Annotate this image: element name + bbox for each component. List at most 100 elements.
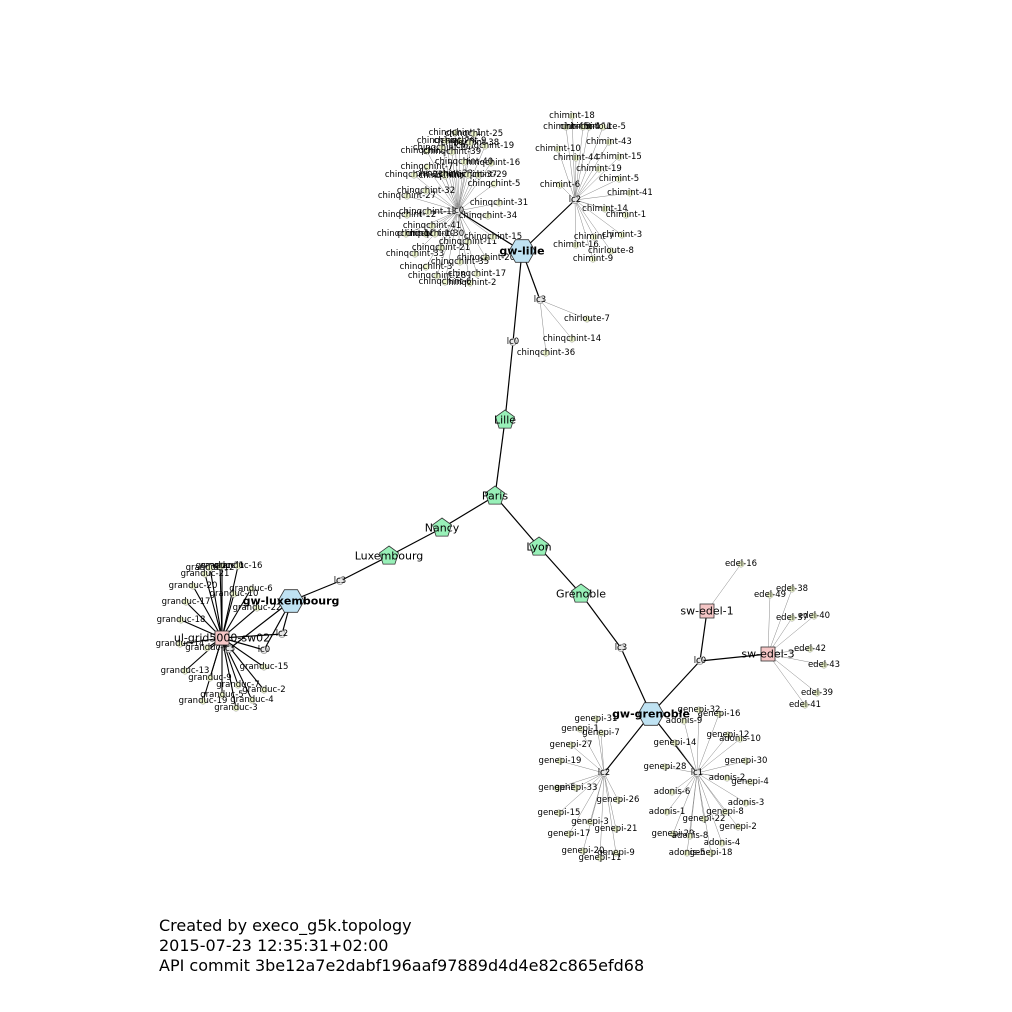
linecard-10[interactable] (600, 769, 608, 777)
node-chinqchint-17[interactable] (473, 270, 481, 278)
node-genepi-27[interactable] (567, 741, 575, 749)
node-chinqchint-9[interactable] (456, 137, 464, 145)
node-chimint-9[interactable] (589, 255, 597, 263)
node-chinqchint-28[interactable] (433, 272, 441, 280)
gateway-gw-grenoble[interactable] (637, 702, 665, 726)
node-genepi-32[interactable] (695, 706, 703, 714)
node-granduc-2[interactable] (260, 686, 268, 694)
renater-nancy[interactable] (432, 517, 452, 537)
node-chinqchint-27[interactable] (403, 192, 411, 200)
node-adonis-9[interactable] (680, 717, 688, 725)
node-chimint-41[interactable] (626, 189, 634, 197)
node-granduc-13[interactable] (181, 667, 189, 675)
node-chimint-6[interactable] (556, 181, 564, 189)
node-adonis-8[interactable] (686, 832, 694, 840)
node-chinqchint-4[interactable] (423, 147, 431, 155)
node-adonis-3[interactable] (742, 799, 750, 807)
node-genepi-3[interactable] (586, 818, 594, 826)
node-granduc-10[interactable] (230, 590, 238, 598)
switch-ul-grid5000-sw02[interactable] (214, 630, 230, 646)
node-chinqchint-18[interactable] (402, 230, 410, 238)
node-granduc-9[interactable] (206, 674, 214, 682)
node-granduc-14[interactable] (176, 640, 184, 648)
node-granduc-17[interactable] (182, 598, 190, 606)
node-genepi-28[interactable] (661, 763, 669, 771)
node-chinqchint-10[interactable] (422, 230, 430, 238)
node-edel-37[interactable] (788, 614, 796, 622)
node-genepi-26[interactable] (614, 796, 622, 804)
node-chimint-10[interactable] (554, 145, 562, 153)
node-chinqchint-32[interactable] (422, 187, 430, 195)
node-genepi-29[interactable] (669, 830, 677, 838)
node-granduc-8[interactable] (203, 644, 211, 652)
node-chinqchint-29[interactable] (474, 171, 482, 179)
node-genepi-30[interactable] (742, 757, 750, 765)
node-chinqchint-38[interactable] (466, 139, 474, 147)
node-chinqchint-22[interactable] (440, 170, 448, 178)
node-granduc-3[interactable] (232, 704, 240, 712)
renater-lyon[interactable] (529, 536, 549, 556)
linecard-9[interactable] (693, 769, 701, 777)
node-adonis-5[interactable] (683, 849, 691, 857)
node-genepi-20[interactable] (579, 847, 587, 855)
node-edel-49[interactable] (766, 591, 774, 599)
node-chinqchint-7[interactable] (423, 163, 431, 171)
node-genepi-19[interactable] (556, 757, 564, 765)
node-adonis-10[interactable] (736, 735, 744, 743)
node-chinqchint-16[interactable] (487, 159, 495, 167)
node-genepi-31[interactable] (592, 715, 600, 723)
node-chinqchint-21[interactable] (437, 244, 445, 252)
node-genepi-22[interactable] (700, 815, 708, 823)
node-edel-38[interactable] (788, 585, 796, 593)
node-chinqchint-12[interactable] (403, 211, 411, 219)
node-chinqchint-36[interactable] (542, 349, 550, 357)
node-edel-40[interactable] (810, 612, 818, 620)
node-chinqchint-14[interactable] (568, 335, 576, 343)
node-chinqchint-3[interactable] (422, 263, 430, 271)
node-genepi-8[interactable] (721, 808, 729, 816)
linecard-8[interactable] (454, 207, 462, 215)
node-adonis-4[interactable] (718, 839, 726, 847)
linecard-3[interactable] (260, 646, 268, 654)
node-genepi-15[interactable] (555, 809, 563, 817)
node-granduc-16[interactable] (234, 562, 242, 570)
node-chinqchint-23[interactable] (410, 171, 418, 179)
linecard-4[interactable] (278, 630, 286, 638)
node-chimint-43[interactable] (605, 138, 613, 146)
node-chimint-46[interactable] (579, 123, 587, 131)
node-granduc-18[interactable] (177, 616, 185, 624)
linecard-6[interactable] (696, 657, 704, 665)
node-genepi-9[interactable] (612, 849, 620, 857)
node-granduc-11[interactable] (216, 562, 224, 570)
node-chinqchint-15[interactable] (489, 233, 497, 241)
renater-luxembourg[interactable] (379, 545, 399, 565)
node-chinqchint-35[interactable] (456, 258, 464, 266)
node-chimint-15[interactable] (615, 153, 623, 161)
node-chinqchint-19[interactable] (481, 142, 489, 150)
node-genepi-2[interactable] (734, 823, 742, 831)
gateway-gw-lille[interactable] (508, 239, 536, 263)
node-chinqchint-13[interactable] (424, 208, 432, 216)
node-chimint-18[interactable] (568, 112, 576, 120)
gateway-gw-luxembourg[interactable] (277, 589, 305, 613)
node-chirloute-8[interactable] (607, 247, 615, 255)
node-genepi-21[interactable] (612, 825, 620, 833)
node-edel-41[interactable] (801, 701, 809, 709)
node-chinqchint-2[interactable] (466, 279, 474, 287)
node-chinqchint-25[interactable] (470, 130, 478, 138)
linecard-2[interactable] (536, 296, 544, 304)
node-genepi-17[interactable] (565, 830, 573, 838)
node-granduc-15[interactable] (260, 663, 268, 671)
node-adonis-2[interactable] (723, 774, 731, 782)
node-chimint-7[interactable] (590, 233, 598, 241)
node-chimint-14[interactable] (601, 205, 609, 213)
node-chimint-16[interactable] (572, 241, 580, 249)
node-granduc-20[interactable] (189, 582, 197, 590)
renater-lille[interactable] (495, 409, 515, 429)
node-chinqchint-11[interactable] (464, 238, 472, 246)
node-chinqchint-24[interactable] (438, 144, 446, 152)
node-edel-42[interactable] (806, 645, 814, 653)
switch-sw-edel-1[interactable] (699, 603, 715, 619)
linecard-7[interactable] (617, 644, 625, 652)
node-genepi-5[interactable] (553, 784, 561, 792)
